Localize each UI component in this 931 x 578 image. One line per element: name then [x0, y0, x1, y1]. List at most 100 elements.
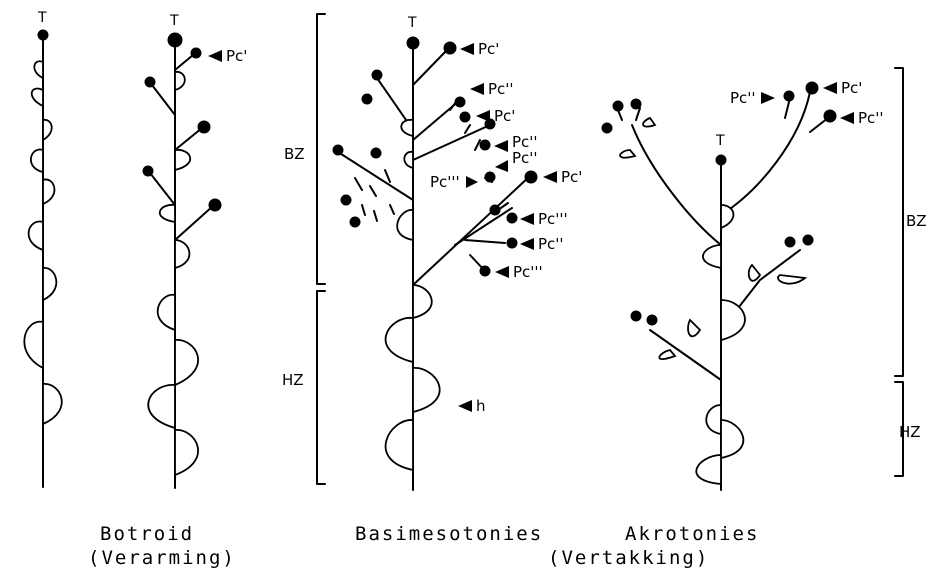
- arrowhead: [495, 160, 508, 172]
- arrowhead: [460, 43, 474, 55]
- branch: [175, 55, 193, 70]
- caption-vertakking: (Vertakking): [548, 547, 709, 569]
- fruit: [507, 213, 517, 223]
- pc-label: Pc'': [538, 235, 564, 253]
- zone-label-h: h: [476, 397, 486, 415]
- pc-label: Pc': [561, 168, 582, 186]
- arrowhead: [458, 400, 472, 412]
- caption-basimesotonies: Basimesotonies: [355, 523, 543, 545]
- zone-label-bz: BZ: [284, 145, 305, 163]
- branch: [152, 85, 175, 115]
- arrowhead: [520, 238, 534, 250]
- terminal-bud: [716, 155, 726, 165]
- pc-label: Pc'': [858, 109, 884, 127]
- branch: [362, 205, 394, 221]
- fruit: [613, 101, 623, 111]
- fruit: [362, 94, 372, 104]
- leaf: [43, 120, 52, 140]
- caption-verarming: (Verarming): [88, 547, 236, 569]
- fruit: [631, 311, 641, 321]
- leaf: [24, 322, 43, 368]
- leaf: [696, 455, 721, 484]
- leaf: [175, 430, 198, 475]
- fruit: [198, 121, 210, 133]
- fruit: [209, 199, 221, 211]
- leaf: [703, 245, 721, 268]
- branch: [338, 152, 413, 200]
- zone-label-hz: HZ: [899, 423, 921, 441]
- fruit: [490, 205, 500, 215]
- leaf: [160, 205, 175, 222]
- bracket-hz-left: [317, 291, 325, 484]
- fruit: [525, 171, 537, 183]
- arrowhead: [208, 50, 222, 62]
- fruit: [333, 145, 343, 155]
- fruit: [803, 235, 813, 245]
- arrowhead: [543, 171, 557, 183]
- pc-label: Pc''': [538, 210, 568, 228]
- fruit: [143, 166, 153, 176]
- zone-label-hz: HZ: [282, 371, 304, 389]
- branch: [721, 92, 810, 215]
- leaf: [688, 320, 700, 336]
- leaf: [175, 72, 185, 90]
- leaf: [386, 318, 413, 362]
- terminal-bud: [38, 30, 48, 40]
- pc-label: Pc'': [730, 89, 756, 107]
- leaf: [43, 268, 56, 300]
- fruit: [602, 123, 612, 133]
- arrowhead: [840, 112, 854, 124]
- leaf: [148, 385, 175, 428]
- leaf: [721, 205, 733, 228]
- branch: [150, 173, 175, 205]
- arrowhead: [476, 110, 490, 122]
- pc-label: Pc''': [430, 173, 460, 191]
- fruit: [371, 148, 381, 158]
- fruit: [480, 266, 490, 276]
- arrowhead: [520, 213, 534, 225]
- pc-label: Pc'': [512, 149, 538, 167]
- leaf: [721, 420, 743, 458]
- leaf: [175, 240, 189, 268]
- fruit: [785, 237, 795, 247]
- leaf: [404, 152, 413, 168]
- branch: [175, 128, 202, 150]
- leaf: [32, 89, 43, 106]
- leaf: [749, 265, 760, 281]
- fruit: [145, 77, 155, 87]
- top-label: T: [37, 10, 47, 26]
- leaf: [413, 368, 440, 412]
- branch: [175, 206, 213, 240]
- pc-label: Pc': [841, 79, 862, 97]
- leaf: [31, 150, 43, 172]
- fruit: [460, 112, 470, 122]
- fruit: [341, 195, 351, 205]
- arrowhead: [466, 176, 478, 188]
- fruit: [784, 91, 794, 101]
- bracket-bz-left: [317, 14, 325, 284]
- bracket-bz-right: [895, 68, 903, 376]
- pc-label: Pc': [478, 40, 499, 58]
- fruit: [480, 140, 490, 150]
- fruit: [824, 110, 836, 122]
- arrowhead: [494, 140, 508, 152]
- fruit: [485, 172, 495, 182]
- top-label: T: [715, 133, 725, 149]
- fruit: [372, 70, 382, 80]
- fruit: [350, 217, 360, 227]
- leaf: [43, 179, 54, 204]
- leaf: [175, 340, 198, 385]
- leaf: [721, 300, 745, 340]
- arrowhead: [823, 82, 837, 94]
- terminal-bud: [168, 33, 182, 47]
- leaf: [397, 210, 413, 240]
- arrowhead: [470, 83, 484, 95]
- leaf: [43, 384, 62, 424]
- leaf: [401, 120, 413, 136]
- leaf: [34, 61, 43, 78]
- arrowhead: [761, 92, 775, 104]
- leaf: [778, 275, 805, 284]
- branch: [413, 50, 447, 85]
